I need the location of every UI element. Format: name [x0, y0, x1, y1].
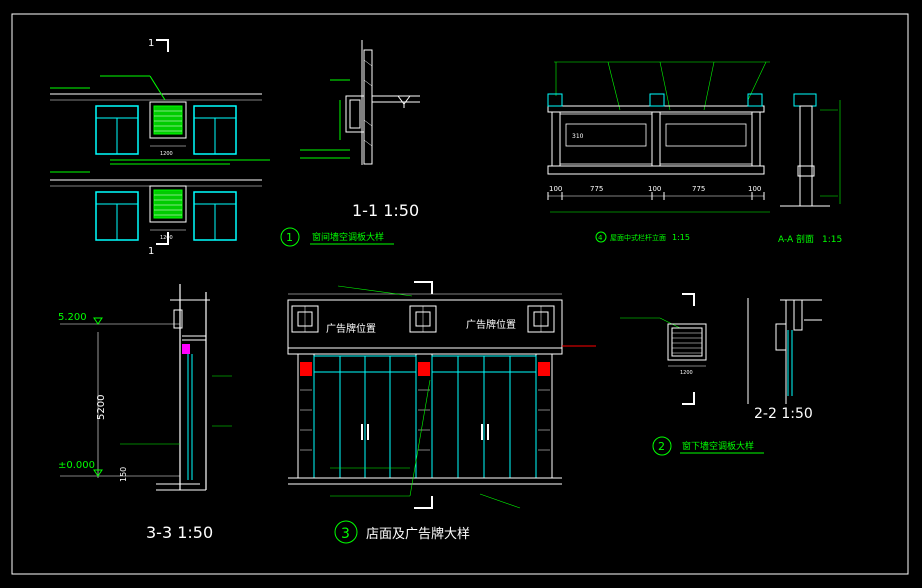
- ac-width-dim-detail-2: 1200: [680, 370, 693, 376]
- detail-4-railing-elevation: 100 775 100 775 100 310 4 屋面中式栏杆立面 1:15: [547, 61, 770, 243]
- detail-2-title: 窗下墙空调板大样: [682, 440, 754, 452]
- section-1-1-title: 1-1 1:50: [352, 201, 419, 220]
- section-a-a-title: A-A 剖面: [778, 233, 814, 245]
- railing-dim-1: 100: [549, 185, 562, 193]
- section-3-3-drawing: 5.200 ±0.000 5200 150 3-3 1:50: [58, 284, 232, 542]
- detail-4-number: 4: [598, 234, 603, 242]
- railing-height-panel: 310: [572, 133, 584, 140]
- section-3-3-title: 3-3 1:50: [146, 523, 213, 542]
- right-sign-label: 广告牌位置: [466, 318, 516, 331]
- detail-1-number: 1: [286, 231, 293, 244]
- section-a-a-scale: 1:15: [822, 235, 842, 245]
- detail-1-elevation: 1 1: [50, 38, 270, 257]
- detail-2-ac-panel: 1200 2-2 1:50 2 窗下墙空调板大样: [620, 293, 822, 456]
- detail-2-number: 2: [658, 440, 665, 453]
- base-dim: 150: [119, 467, 128, 482]
- detail-3-title: 店面及广告牌大样: [366, 526, 470, 542]
- detail-4-title: 屋面中式栏杆立面: [610, 233, 666, 242]
- detail-1-caption: 1 窗间墙空调板大样: [280, 227, 394, 247]
- ac-width-dim-upper: 1200: [160, 151, 173, 157]
- left-sign-label: 广告牌位置: [326, 322, 376, 335]
- detail-3-number: 3: [341, 526, 350, 542]
- railing-dim-3: 100: [648, 185, 661, 193]
- detail-4-scale: 1:15: [672, 233, 690, 242]
- drawing-frame: [11, 13, 909, 575]
- level-ground: ±0.000: [58, 460, 95, 471]
- section-marker-1-bottom: 1: [148, 246, 154, 257]
- railing-dim-5: 100: [748, 185, 761, 193]
- ac-width-dim-lower: 1200: [160, 235, 173, 241]
- height-dim: 5200: [96, 395, 107, 420]
- section-2-2-title: 2-2 1:50: [754, 406, 813, 422]
- railing-dim-2: 775: [590, 185, 603, 193]
- detail-1-title: 窗间墙空调板大样: [312, 231, 384, 243]
- railing-dim-4: 775: [692, 185, 705, 193]
- section-marker-1-top: 1: [148, 38, 154, 49]
- section-1-1-drawing: 1-1 1:50: [300, 40, 420, 220]
- detail-3-storefront: 广告牌位置 广告牌位置: [287, 281, 596, 544]
- section-a-a-drawing: A-A 剖面 1:15: [778, 93, 842, 245]
- level-top: 5.200: [58, 312, 87, 323]
